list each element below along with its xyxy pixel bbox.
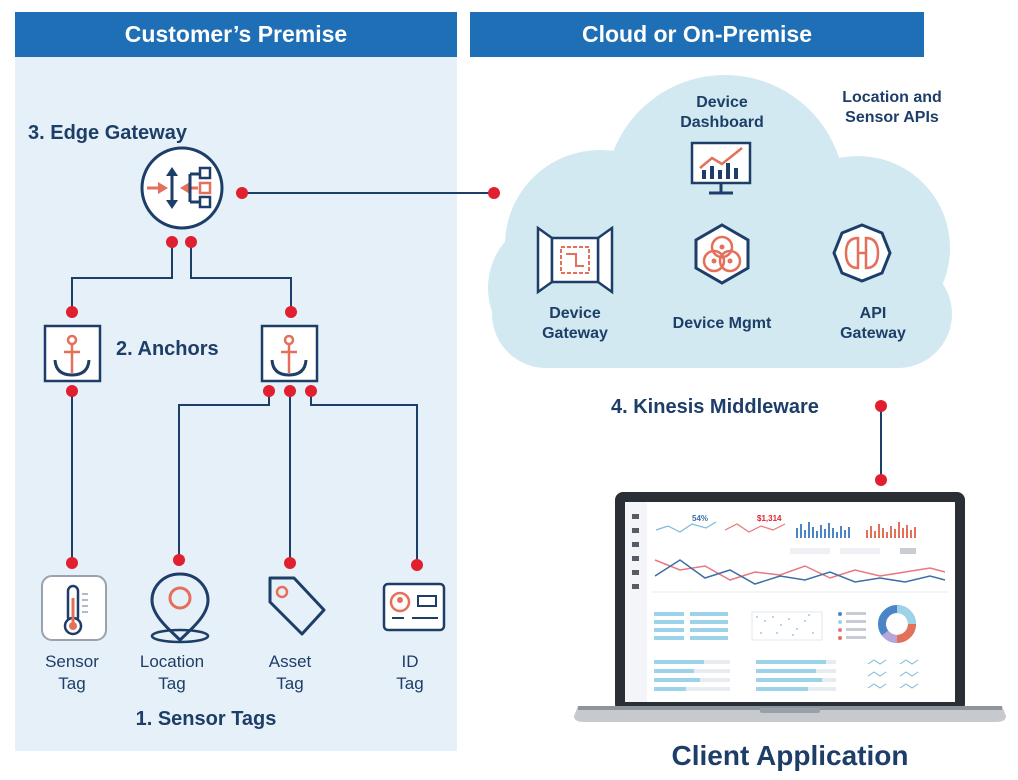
kinesis-middleware-label: 4. Kinesis Middleware: [611, 396, 819, 418]
cloud-premise-header: Cloud or On-Premise: [470, 12, 924, 57]
dashboard-monitor-icon: [690, 141, 752, 195]
api-gateway-icon: [832, 223, 892, 283]
id-tag-label: ID Tag: [396, 652, 424, 693]
anchor-left-icon: [43, 324, 102, 383]
device-gateway-icon: [536, 225, 614, 295]
gateway-anchor-left-line: [71, 242, 173, 312]
device-mgmt-icon: [694, 223, 750, 285]
id-card-icon: [382, 582, 446, 632]
client-application-label: Client Application: [671, 740, 909, 771]
customer-premise-header: Customer’s Premise: [15, 12, 457, 57]
connection-dots: [66, 187, 887, 571]
asset-tag-label: Asset Tag: [268, 652, 312, 693]
laptop-icon: [574, 492, 1006, 722]
cloud-shape: [488, 75, 952, 368]
anchor-location-line: [178, 391, 270, 560]
location-pin-icon: [150, 572, 210, 644]
sensor-tags-label: 1. Sensor Tags: [135, 708, 277, 730]
location-tag-label: Location Tag: [139, 652, 205, 693]
device-gateway-label: Device Gateway: [542, 305, 608, 342]
edge-gateway-label: 3. Edge Gateway: [28, 122, 187, 144]
anchor-id-line: [310, 391, 418, 565]
screen-stat-1: 54%: [692, 514, 709, 523]
apis-label: Location and Sensor APIs: [842, 89, 942, 126]
thermometer-icon: [41, 575, 107, 641]
edge-gateway-icon: [140, 146, 224, 230]
anchor-right-icon: [260, 324, 319, 383]
sensor-tag-label: Sensor Tag: [45, 652, 99, 693]
price-tag-icon: [268, 576, 326, 636]
api-gateway-label: API Gateway: [840, 305, 906, 342]
connector-lines: [71, 192, 882, 565]
gateway-anchor-right-line: [190, 242, 292, 312]
device-mgmt-label: Device Mgmt: [672, 315, 772, 332]
device-dashboard-label: Device Dashboard: [680, 94, 764, 131]
anchors-label: 2. Anchors: [116, 338, 219, 360]
screen-stat-2: $1,314: [757, 514, 782, 523]
